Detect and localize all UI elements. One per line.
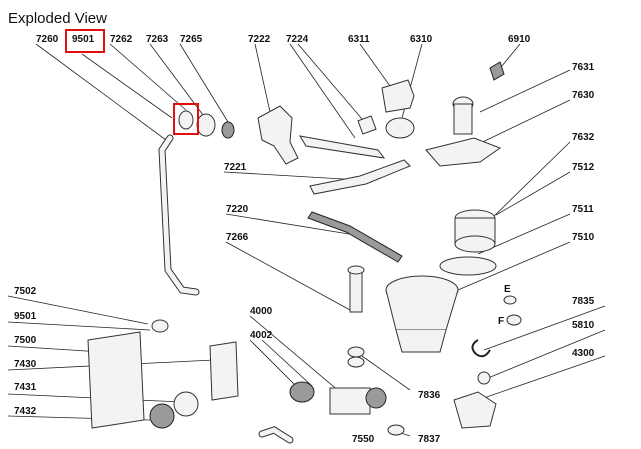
label-6311: 6311 — [348, 34, 370, 45]
part-7630-flat-seal — [425, 137, 502, 167]
part-labels: 7260 9501 7262 7263 7265 7222 7224 6311 … — [14, 34, 595, 445]
label-7260: 7260 — [36, 34, 59, 45]
part-7222-upper-spray-arm — [299, 135, 386, 159]
label-7500: 7500 — [14, 335, 37, 346]
label-mark-F: F — [498, 316, 504, 327]
part-6310-cap — [385, 117, 415, 139]
part-7550-hose — [258, 426, 294, 444]
part-5810-clip — [477, 371, 491, 385]
part-7500-air-break — [87, 331, 145, 429]
part-7221-lower-spray-arm — [309, 159, 411, 195]
label-mark-E: E — [504, 284, 511, 295]
label-7632: 7632 — [572, 132, 595, 143]
label-7511: 7511 — [572, 204, 594, 215]
part-7510-sump — [385, 275, 459, 353]
label-4000: 4000 — [250, 306, 273, 317]
label-7224: 7224 — [286, 34, 309, 45]
part-7512-fine-filter — [454, 209, 496, 253]
label-7221: 7221 — [224, 162, 247, 173]
label-7512: 7512 — [572, 162, 595, 173]
part-7511-seal — [439, 256, 497, 276]
label-9501: 9501 — [72, 34, 95, 45]
part-7631-salt-cap — [452, 96, 474, 135]
label-7836: 7836 — [418, 390, 441, 401]
part-7835-hose-clip — [471, 339, 491, 358]
label-6310: 6310 — [410, 34, 433, 45]
part-4000-pump — [329, 387, 387, 415]
part-7266-rotor — [347, 265, 365, 313]
highlight-box-9501-label — [65, 29, 105, 53]
part-7431-ring — [173, 391, 199, 417]
label-5810: 5810 — [572, 320, 595, 331]
label-7510: 7510 — [572, 232, 595, 243]
part-7502-nut — [151, 319, 169, 333]
part-7224-clip — [357, 115, 377, 135]
highlight-box-7262-part — [173, 103, 199, 135]
label-4002: 4002 — [250, 330, 273, 341]
part-7837-clamp — [387, 424, 405, 436]
part-4300-pump — [453, 391, 497, 429]
label-9501-lower: 9501 — [14, 311, 37, 322]
label-7835: 7835 — [572, 296, 595, 307]
part-7263-connector — [196, 113, 235, 139]
label-7430: 7430 — [14, 359, 37, 370]
part-7262-seal-ring — [178, 110, 194, 130]
part-7836-seal — [347, 346, 365, 368]
part-7265-housing — [257, 105, 299, 165]
part-7430-heater — [209, 341, 239, 401]
label-7263: 7263 — [146, 34, 169, 45]
label-7265: 7265 — [180, 34, 203, 45]
label-7220: 7220 — [226, 204, 249, 215]
label-7431: 7431 — [14, 382, 37, 393]
part-E-F-clamps — [503, 295, 522, 326]
part-7260-drain-hose — [158, 134, 200, 296]
diagram-title: Exploded View — [8, 10, 107, 27]
label-7266: 7266 — [226, 232, 249, 243]
label-7837: 7837 — [418, 434, 441, 445]
label-7432: 7432 — [14, 406, 37, 417]
part-7220-spray-arm — [307, 211, 403, 263]
label-7222: 7222 — [248, 34, 271, 45]
label-7631: 7631 — [572, 62, 595, 73]
highlights — [65, 29, 199, 135]
part-4002-motor-holder — [289, 381, 315, 403]
label-4300: 4300 — [572, 348, 595, 359]
part-6910-bracket — [489, 61, 505, 81]
label-6910: 6910 — [508, 34, 531, 45]
label-7262: 7262 — [110, 34, 133, 45]
label-7630: 7630 — [572, 90, 595, 101]
label-7502: 7502 — [14, 286, 37, 297]
part-6311-holder — [381, 79, 415, 113]
part-7432-wheel — [149, 403, 175, 429]
label-7550: 7550 — [352, 434, 375, 445]
